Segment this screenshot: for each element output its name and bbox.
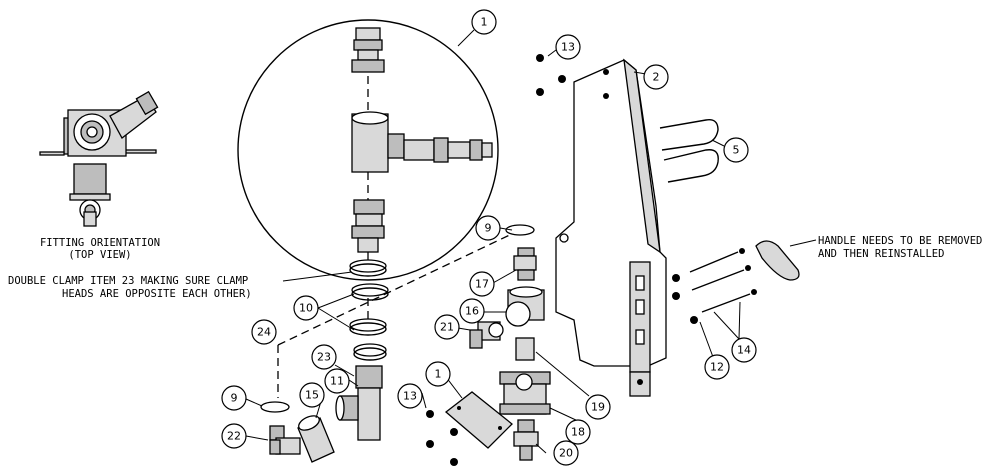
- svg-text:1: 1: [435, 368, 442, 381]
- svg-text:24: 24: [257, 326, 271, 339]
- fitting-20: [513, 419, 539, 461]
- nipple-19: [515, 337, 535, 361]
- handle-note-line1: HANDLE NEEDS TO BE REMOVED: [818, 235, 982, 247]
- svg-text:9: 9: [485, 222, 492, 235]
- balloon-10: 10: [293, 295, 319, 321]
- svg-text:21: 21: [440, 321, 454, 334]
- fitting-17: [513, 247, 537, 281]
- leader-lines: [245, 29, 741, 454]
- balloon-19: 19: [585, 394, 611, 420]
- u-bolts-5: [659, 119, 719, 183]
- handle: [755, 240, 800, 281]
- balloon-23: 23: [311, 344, 337, 370]
- mounting-plate-1: [444, 391, 513, 449]
- svg-text:23: 23: [317, 351, 331, 364]
- svg-text:13: 13: [561, 41, 575, 54]
- elbow-16: [505, 286, 545, 327]
- tee-fitting: [351, 111, 493, 173]
- svg-text:22: 22: [227, 430, 241, 443]
- balloon-14: 14: [731, 337, 757, 363]
- balloon-20: 20: [553, 440, 579, 466]
- bolts-14: [689, 248, 757, 313]
- svg-text:9: 9: [231, 392, 238, 405]
- coupling-15: [297, 415, 335, 463]
- hose-clamps: [349, 259, 389, 361]
- balloon-22: 22: [221, 423, 247, 449]
- elbow-21: [469, 321, 504, 349]
- washers-12: [672, 274, 698, 324]
- barb-fitting-top: [351, 27, 385, 73]
- clamp-note-line1: DOUBLE CLAMP ITEM 23 MAKING SURE CLAMP: [8, 275, 248, 287]
- svg-text:2: 2: [653, 71, 660, 84]
- balloon-9-left: 9: [221, 385, 247, 411]
- fitting-orientation-top-view: [39, 90, 159, 227]
- svg-text:5: 5: [733, 144, 740, 157]
- handle-note-line2: AND THEN REINSTALLED: [818, 248, 944, 260]
- balloon-18: 18: [565, 419, 591, 445]
- svg-text:16: 16: [465, 305, 479, 318]
- svg-text:15: 15: [305, 389, 319, 402]
- bracket-2: [555, 58, 667, 397]
- elbow-22: [269, 425, 301, 455]
- clamp-note-line2: HEADS ARE OPPOSITE EACH OTHER): [62, 288, 252, 300]
- clamp-9-right: [505, 224, 535, 236]
- svg-text:19: 19: [591, 401, 605, 414]
- svg-text:14: 14: [737, 344, 751, 357]
- balloon-13-top: 13: [555, 34, 581, 60]
- orientation-title: FITTING ORIENTATION: [40, 237, 160, 249]
- balloon-2: 2: [643, 64, 669, 90]
- svg-text:18: 18: [571, 426, 585, 439]
- svg-text:17: 17: [475, 278, 489, 291]
- balloon-24: 24: [251, 319, 277, 345]
- balloon-21: 21: [434, 314, 460, 340]
- balloon-1-top: 1: [471, 9, 497, 35]
- svg-text:12: 12: [710, 361, 724, 374]
- detail-circle: [237, 19, 499, 281]
- balloon-1-bottom: 1: [425, 361, 451, 387]
- orientation-subtitle: (TOP VIEW): [68, 249, 131, 261]
- hose-path-24: [277, 231, 517, 346]
- balloon-11: 11: [324, 368, 350, 394]
- balloon-13-bottom: 13: [397, 383, 423, 409]
- balloon-17: 17: [469, 271, 495, 297]
- balloon-16: 16: [459, 298, 485, 324]
- svg-text:20: 20: [559, 447, 573, 460]
- barb-fitting-bottom: [351, 199, 385, 253]
- valve-18: [499, 371, 551, 415]
- svg-text:10: 10: [299, 302, 313, 315]
- svg-text:11: 11: [330, 375, 344, 388]
- balloon-5: 5: [723, 137, 749, 163]
- nuts-13: [426, 54, 566, 466]
- svg-text:1: 1: [481, 16, 488, 29]
- clamp-9-left: [260, 401, 290, 413]
- svg-text:13: 13: [403, 390, 417, 403]
- balloon-9-right: 9: [475, 215, 501, 241]
- balloon-12: 12: [704, 354, 730, 380]
- balloon-15: 15: [299, 382, 325, 408]
- handle-note-leader: [789, 239, 817, 247]
- pipe-tee-assembly: [335, 365, 383, 441]
- clamp-note-leader: [282, 271, 353, 282]
